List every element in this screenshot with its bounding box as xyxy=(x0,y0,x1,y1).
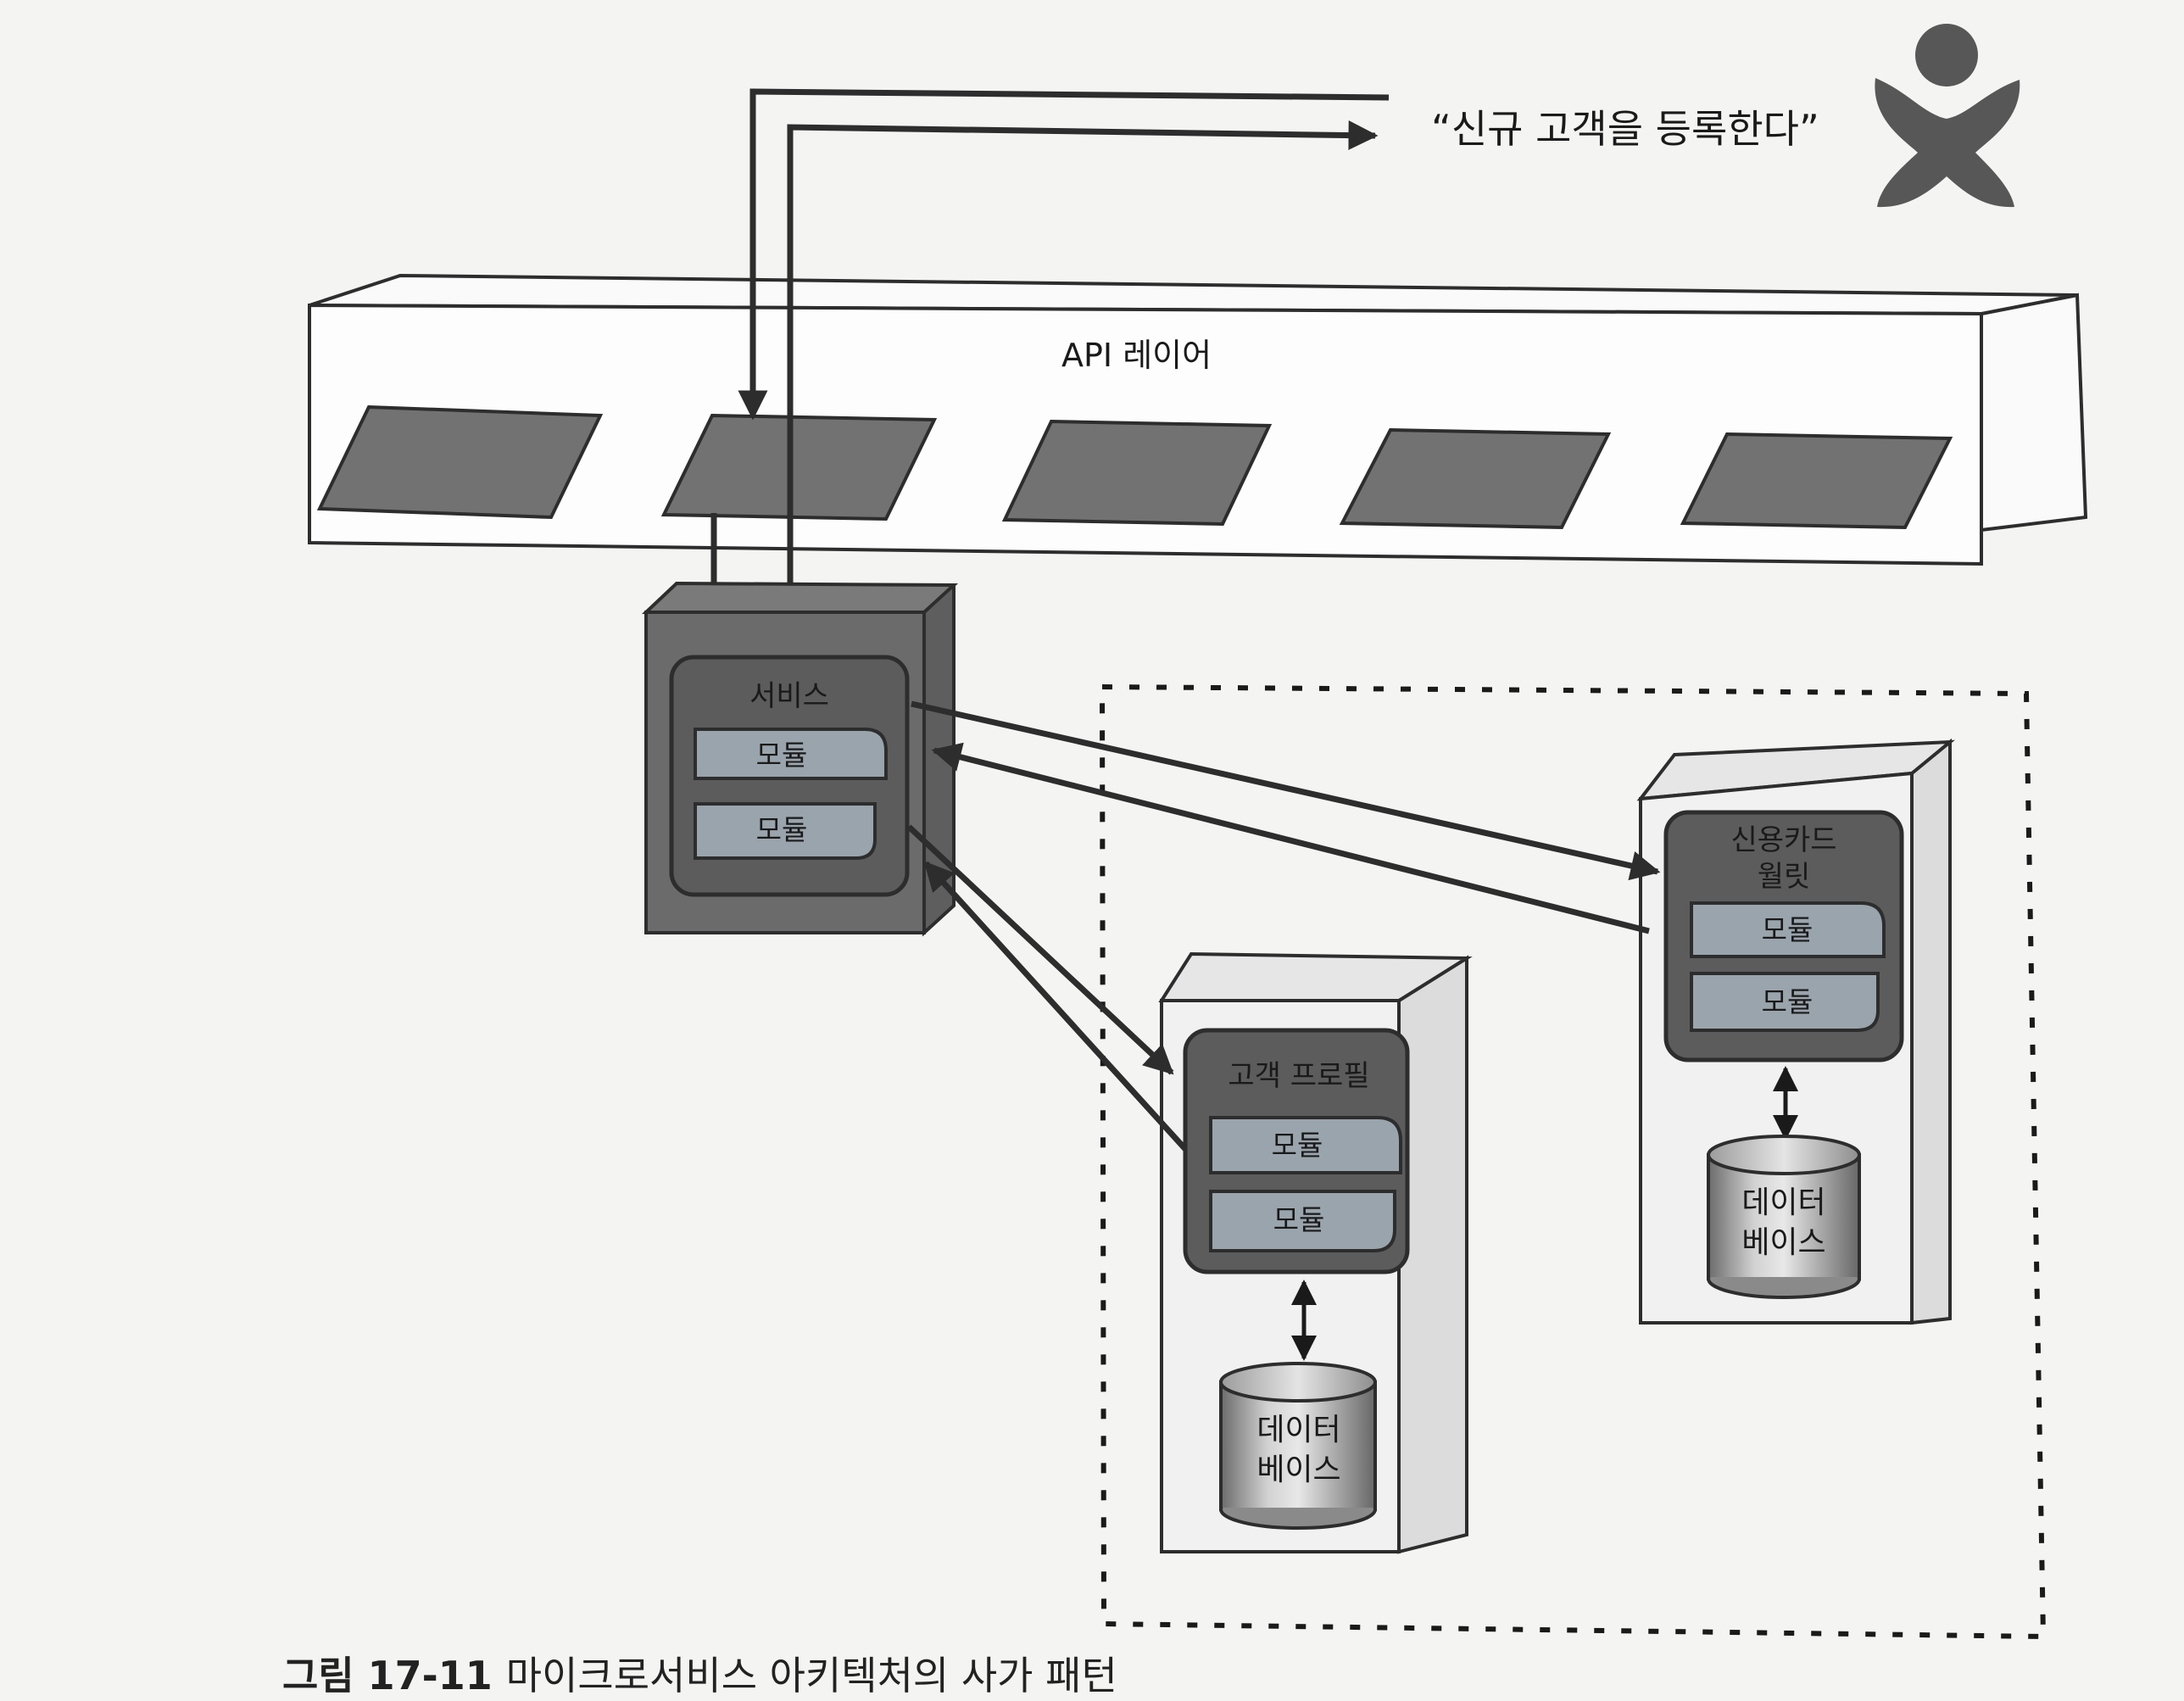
user-icon xyxy=(1875,24,2020,208)
figure-number: 그림 17-11 xyxy=(282,1653,493,1698)
service-to-profile-arrow xyxy=(906,824,1174,1075)
service-box: 서비스 모듈 모듈 xyxy=(641,581,959,937)
api-slot-3 xyxy=(1001,419,1273,527)
customer-profile-module-1-shape xyxy=(1209,1116,1402,1174)
profile-to-service-arrow xyxy=(923,861,1188,1152)
service-module-2-shape xyxy=(694,802,877,860)
api-slot-4 xyxy=(1339,427,1612,530)
customer-profile-module-2-label: 모듈 xyxy=(1273,1203,1325,1236)
saga-arrows xyxy=(906,700,1661,1152)
wallet-title-line2: 월릿 xyxy=(1758,860,1811,894)
customer-profile-box: 고객 프로필 모듈 모듈 데이터 베이스 xyxy=(1158,951,1473,1554)
customer-profile-db-line2: 베이스 xyxy=(1256,1453,1340,1487)
service-title: 서비스 xyxy=(749,679,829,713)
customer-profile-title: 고객 프로필 xyxy=(1228,1059,1369,1093)
wallet-db-line1: 데이터 xyxy=(1741,1185,1825,1220)
api-layer-label: API 레이어 xyxy=(1061,337,1212,374)
service-module-2-label: 모듈 xyxy=(756,813,808,846)
wallet-module-1-shape xyxy=(1690,901,1886,958)
api-slot-1 xyxy=(316,404,604,520)
figure-caption: 그림 17-11 마이크로서비스 아키텍처의 사가 패턴 xyxy=(282,1645,1117,1701)
service-module-1-label: 모듈 xyxy=(756,739,808,772)
wallet-title-line1: 신용카드 xyxy=(1730,823,1836,857)
api-slot-5 xyxy=(1680,432,1953,530)
wallet-module-1-label: 모듈 xyxy=(1762,913,1814,946)
customer-profile-db-line1: 데이터 xyxy=(1256,1413,1340,1447)
wallet-module-2-label: 모듈 xyxy=(1762,985,1814,1018)
figure-caption-text: 마이크로서비스 아키텍처의 사가 패턴 xyxy=(505,1653,1117,1698)
wallet-module-2-shape xyxy=(1690,972,1880,1032)
customer-profile-database: 데이터 베이스 xyxy=(1219,1362,1377,1530)
api-slot-2 xyxy=(660,413,938,521)
api-slots xyxy=(316,404,1953,530)
customer-profile-module-1-label: 모듈 xyxy=(1272,1129,1323,1162)
service-to-wallet-arrow xyxy=(911,700,1661,881)
request-arrow xyxy=(738,88,1390,421)
wallet-to-service-arrow xyxy=(931,742,1650,934)
request-text: “신규 고객을 등록한다” xyxy=(1431,106,1819,152)
service-module-1-shape xyxy=(694,728,888,780)
response-arrow xyxy=(787,120,1379,653)
credit-card-wallet-box: 신용카드 월릿 모듈 모듈 데이터 베이스 xyxy=(1636,738,1955,1325)
wallet-db-line2: 베이스 xyxy=(1741,1225,1825,1260)
wallet-database: 데이터 베이스 xyxy=(1707,1135,1861,1299)
api-layer: API 레이어 xyxy=(308,273,2088,566)
customer-profile-module-2-shape xyxy=(1209,1190,1396,1252)
